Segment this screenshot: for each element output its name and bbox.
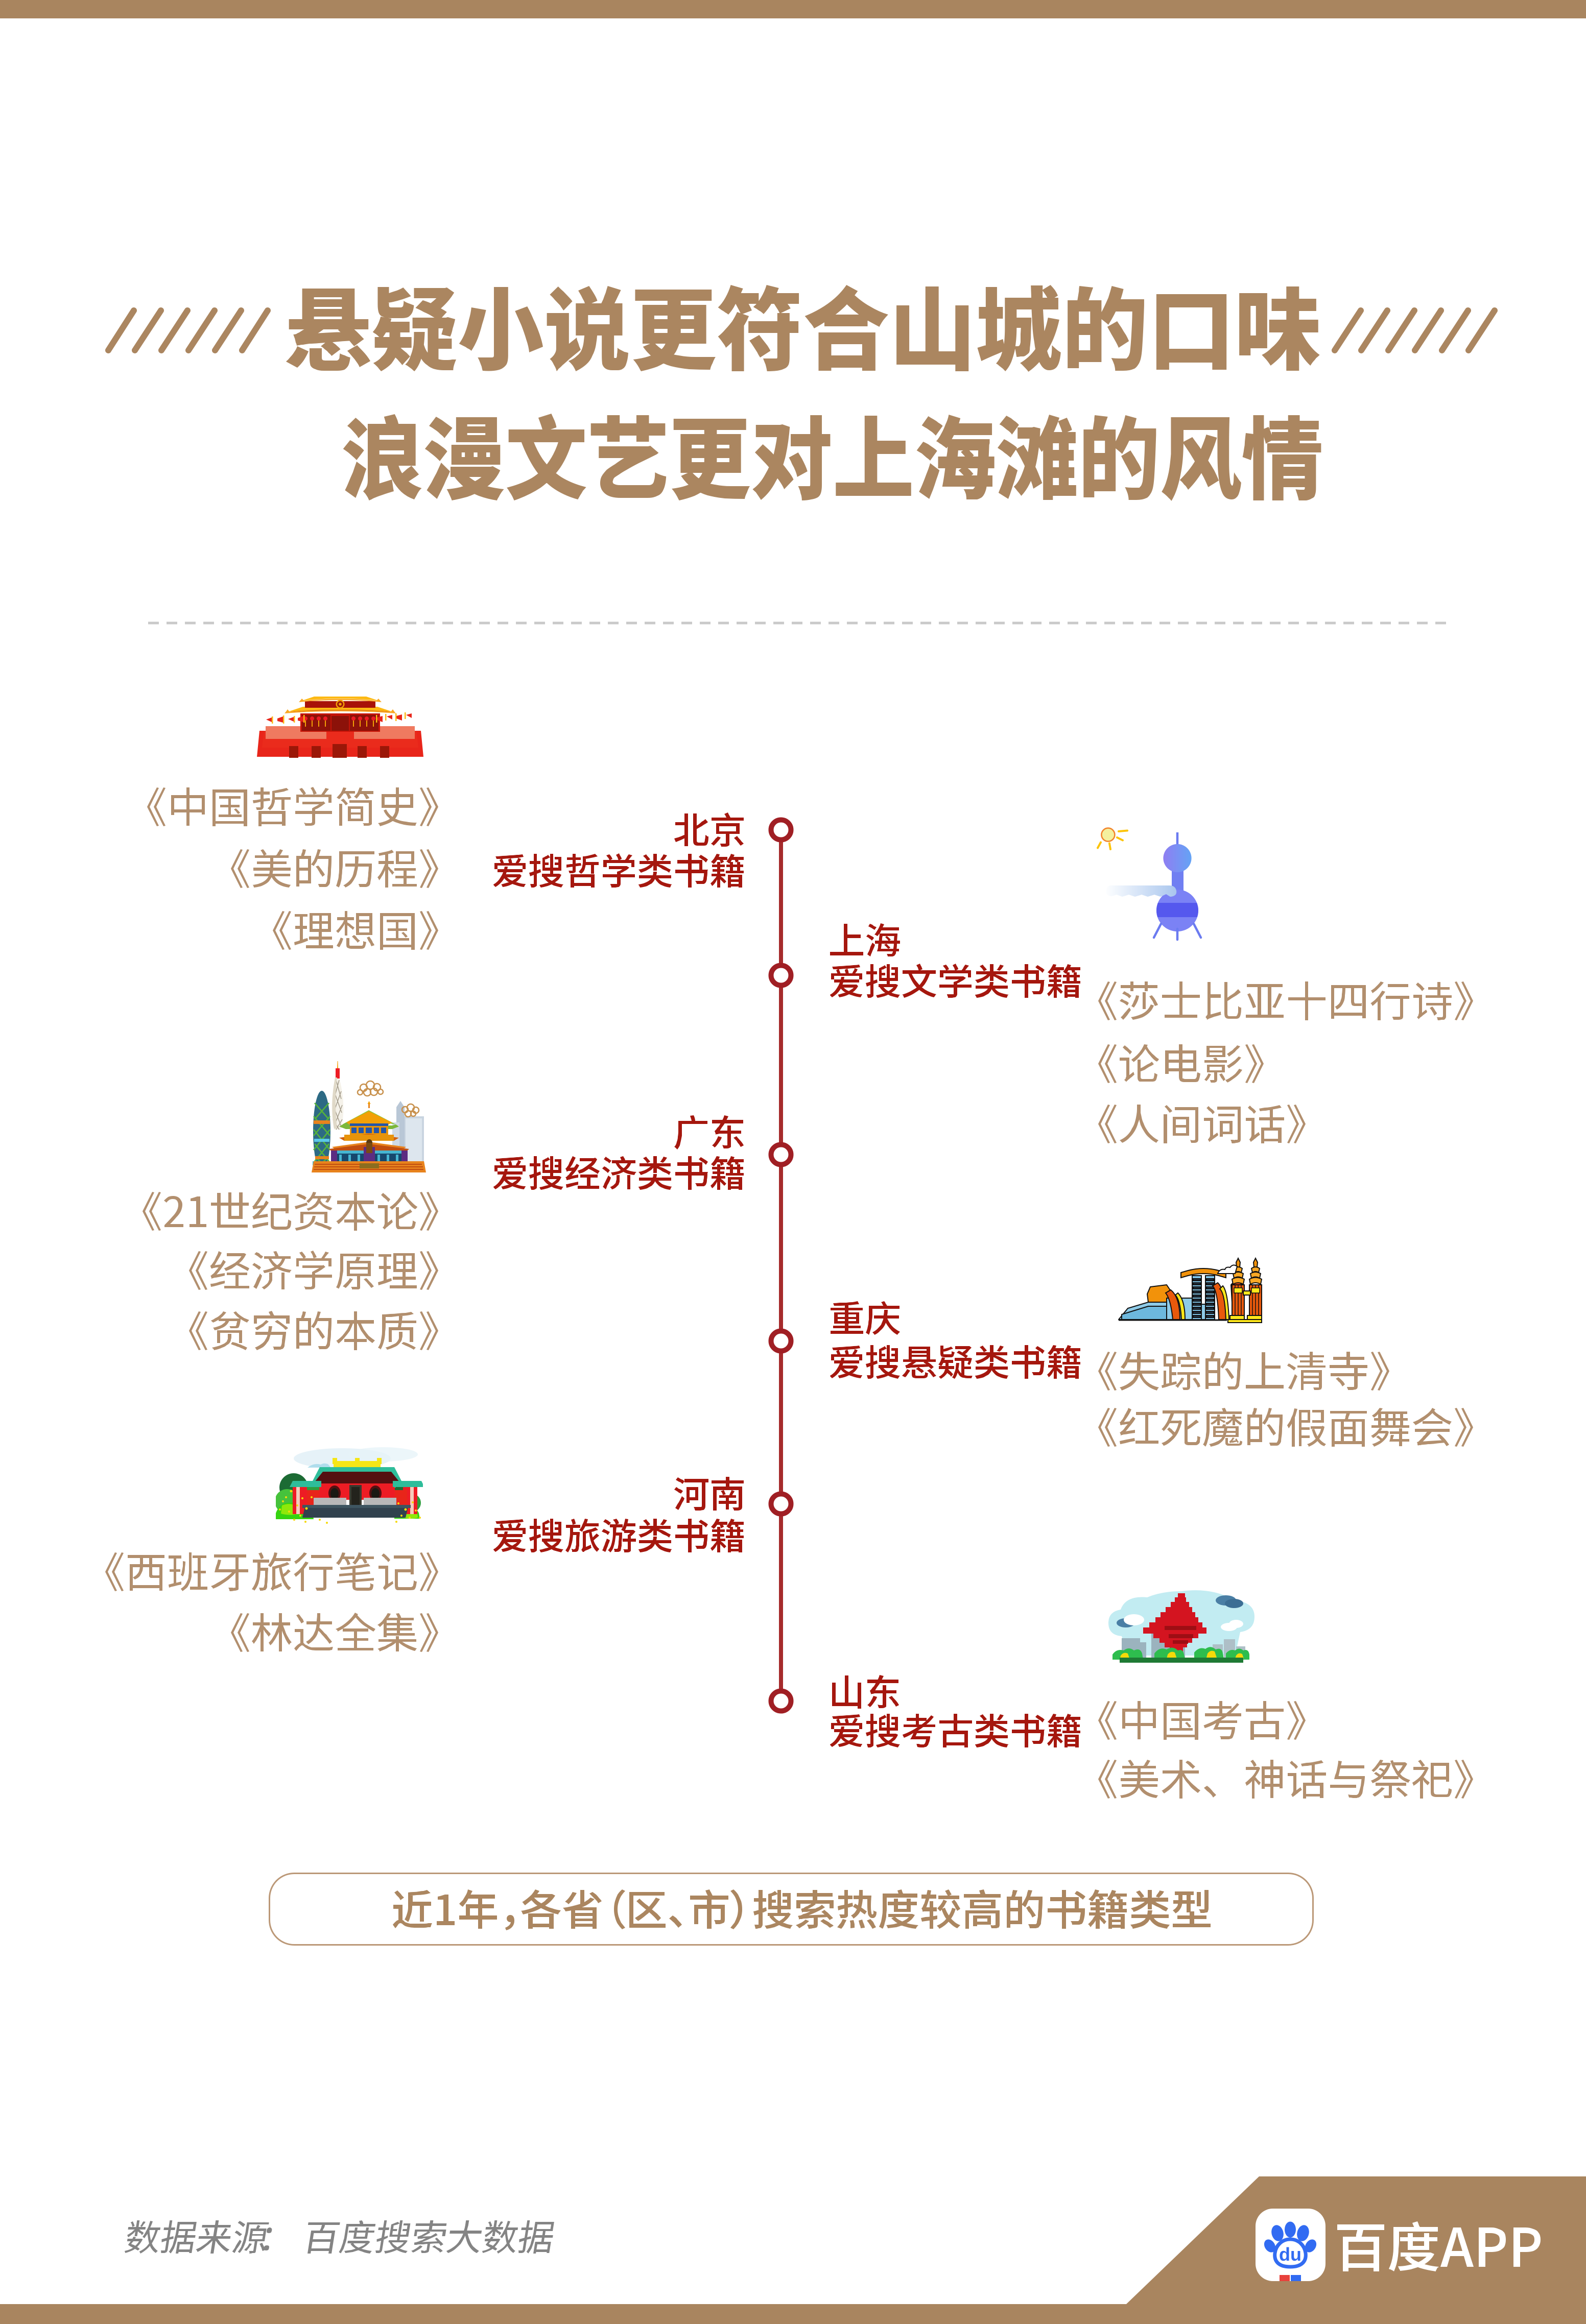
svg-text:du: du <box>1279 2244 1301 2265</box>
